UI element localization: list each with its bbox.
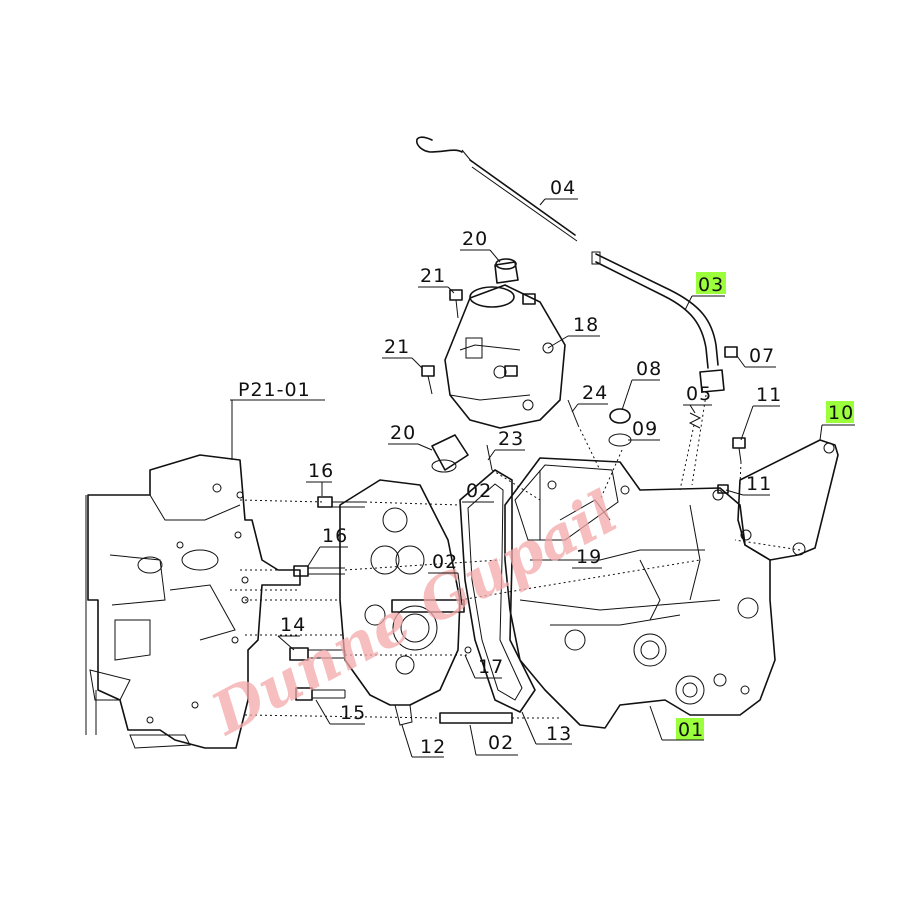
callout-17: 17 [478,656,504,678]
callout-12: 12 [420,736,446,758]
callout-01: 01 [678,719,704,741]
cover-plate-part [339,479,465,726]
callout-04: 04 [550,177,576,199]
callout-19: 19 [576,546,602,568]
callout-21-top: 21 [420,265,446,287]
callout-16-lower: 16 [322,525,348,547]
callout-24: 24 [582,382,608,404]
callout-08: 08 [636,358,662,380]
frame-bracket-part [85,454,301,749]
callout-10: 10 [828,402,854,424]
assembly-guide-lines [230,394,801,719]
callout-11-lower: 11 [746,473,772,495]
callout-20-top: 20 [462,228,488,250]
callout-03: 03 [698,274,724,296]
gasket-part [459,469,536,713]
callout-09: 09 [632,418,658,440]
callout-05: 05 [686,383,712,405]
callout-p21-01: P21-01 [238,379,311,401]
highlight-03 [696,272,726,294]
dipstick-part [415,136,719,369]
callout-23: 23 [498,428,524,450]
callout-11-top: 11 [756,384,782,406]
callout-15: 15 [340,702,366,724]
callout-13: 13 [546,723,572,745]
callout-20-lower: 20 [390,422,416,444]
main-housing-part [504,457,776,729]
callout-02-bottom: 02 [488,732,514,754]
oil-filler-housing-part [431,258,566,473]
callout-18: 18 [573,314,599,336]
callout-16-top: 16 [308,460,334,482]
callout-labels: P21-01 04 03 20 21 18 21 07 08 [230,177,855,758]
bracket-part [737,439,839,561]
highlight-10 [826,401,854,423]
callout-14: 14 [280,614,306,636]
callout-21-lower: 21 [384,336,410,358]
highlight-01 [676,718,704,740]
callout-07: 07 [749,345,775,367]
small-fastener-parts [421,289,746,494]
callout-02-middle: 02 [432,551,458,573]
callout-02-top: 02 [466,480,492,502]
